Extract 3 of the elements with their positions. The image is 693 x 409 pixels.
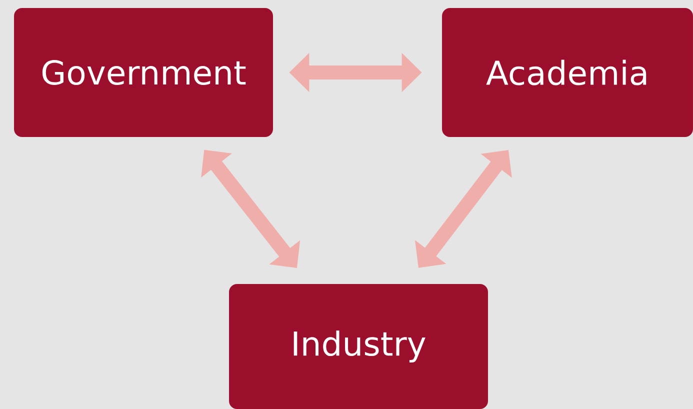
process-box: Government (14, 8, 273, 137)
process-box: Industry (229, 284, 488, 409)
process-box: Academia (442, 8, 693, 137)
